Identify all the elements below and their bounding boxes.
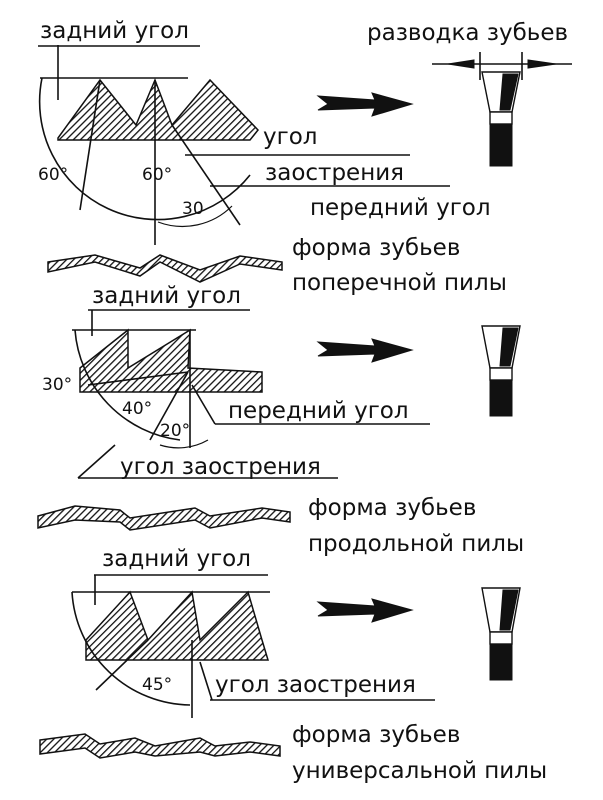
rip-rear-ray bbox=[87, 371, 189, 386]
front-angle-1-arc bbox=[157, 205, 233, 228]
tooth-set-profile-icon bbox=[481, 587, 521, 681]
rip-sharp-ray bbox=[149, 371, 189, 441]
rip-blade-profile bbox=[37, 505, 291, 531]
crosscut-saw-section: 60° 60° 30 задний угол разводка зубьев у… bbox=[38, 18, 572, 296]
angle-d2-front: 20° bbox=[160, 421, 190, 441]
sharpening-angle-2-label: угол заострения bbox=[120, 454, 321, 480]
crosscut-blade-profile bbox=[47, 254, 283, 283]
rip-saw-section: 30° 40° 20° задний угол передний угол уг… bbox=[37, 283, 524, 557]
universal-form-line1: форма зубьев bbox=[292, 722, 460, 748]
front-angle-2-label: передний угол bbox=[228, 398, 409, 424]
crosscut-left-ray bbox=[79, 79, 101, 211]
rear-angle-3-label: задний угол bbox=[102, 546, 251, 572]
arrow-right-icon bbox=[316, 92, 414, 117]
universal-sharp-pointer bbox=[199, 661, 213, 701]
rip-front-pointer bbox=[191, 384, 216, 425]
rip-form-line2: продольной пилы bbox=[308, 531, 524, 557]
rip-angle-arc bbox=[74, 329, 181, 441]
universal-sharp-ray bbox=[95, 639, 149, 691]
universal-angle-arc bbox=[71, 591, 191, 706]
front-angle-2-arc bbox=[159, 439, 209, 449]
arrow-right-icon bbox=[316, 598, 414, 623]
universal-form-line2: универсальной пилы bbox=[292, 758, 547, 784]
rear-angle-1-label: задний угол bbox=[40, 18, 189, 44]
crosscut-teeth bbox=[57, 77, 259, 141]
crosscut-form-line1: форма зубьев bbox=[292, 235, 460, 261]
arrow-right-icon bbox=[316, 338, 414, 363]
sharpening-angle-3-label: угол заострения bbox=[215, 672, 416, 698]
angle-word-label: угол bbox=[263, 124, 317, 150]
tooth-set-label: разводка зубьев bbox=[367, 20, 568, 46]
crosscut-form-line2: поперечной пилы bbox=[292, 270, 507, 296]
universal-saw-section: 45° задний угол угол заострения форма зу… bbox=[39, 546, 547, 784]
universal-teeth bbox=[85, 590, 270, 661]
tooth-set-profile-icon bbox=[481, 325, 521, 417]
rip-sharp-pointer bbox=[77, 444, 116, 479]
angle-d2-sharp: 40° bbox=[122, 399, 152, 419]
universal-blade-profile bbox=[39, 733, 281, 759]
angle-d1-center: 60° bbox=[142, 165, 172, 185]
rear-angle-2-label: задний угол bbox=[92, 283, 241, 309]
tooth-set-profile-icon bbox=[432, 52, 572, 167]
rip-teeth bbox=[79, 328, 263, 393]
front-angle-1-label: передний угол bbox=[310, 195, 491, 221]
angle-d1-front: 30 bbox=[182, 199, 204, 219]
rip-form-line1: форма зубьев bbox=[308, 495, 476, 521]
sharpening-word-label: заострения bbox=[265, 160, 404, 186]
crosscut-angle-arc bbox=[38, 77, 251, 221]
angle-d2-rear: 30° bbox=[42, 375, 72, 395]
angle-d3-sharp: 45° bbox=[142, 675, 172, 695]
angle-d1-left: 60° bbox=[38, 165, 68, 185]
